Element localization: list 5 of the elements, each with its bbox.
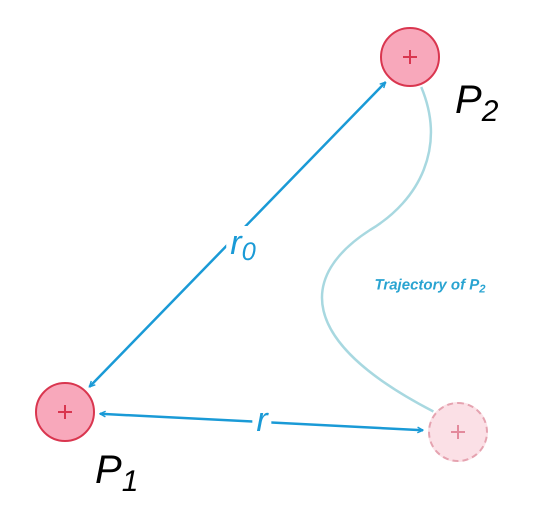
- double-arrow: [88, 81, 386, 388]
- trajectory-curve: [320, 86, 434, 413]
- double-arrow: [99, 410, 424, 434]
- charge-label: P$_{2}$: [455, 80, 498, 120]
- charge-label: P$_{1}$: [95, 450, 138, 490]
